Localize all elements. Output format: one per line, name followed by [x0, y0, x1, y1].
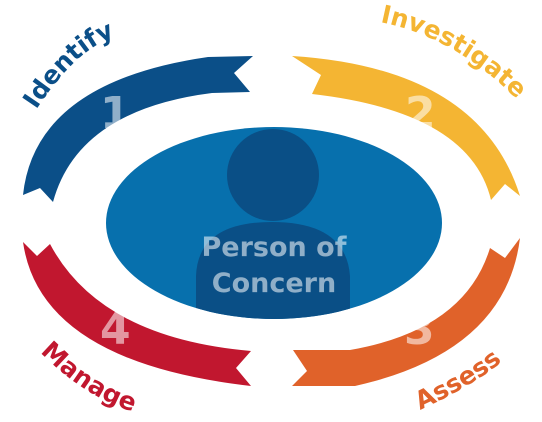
stage-number-3: 3: [404, 304, 435, 355]
stage-identify: 1: [23, 56, 253, 202]
center-label-line1: Person of: [202, 232, 347, 263]
stage-number-4: 4: [100, 304, 131, 355]
stage-number-1: 1: [100, 88, 131, 139]
center-label-line2: Concern: [212, 268, 336, 299]
person-of-concern-center: Person of Concern: [106, 127, 442, 319]
investigate-arrow: [292, 56, 520, 200]
person-icon: [196, 129, 350, 319]
assess-arrow: [292, 238, 520, 386]
identify-arrow: [23, 56, 253, 202]
stage-assess: 3: [292, 238, 520, 386]
stage-manage: 4: [23, 242, 251, 386]
stage-number-2: 2: [405, 88, 436, 139]
manage-arrow: [23, 242, 251, 386]
stage-investigate: 2: [292, 56, 520, 200]
